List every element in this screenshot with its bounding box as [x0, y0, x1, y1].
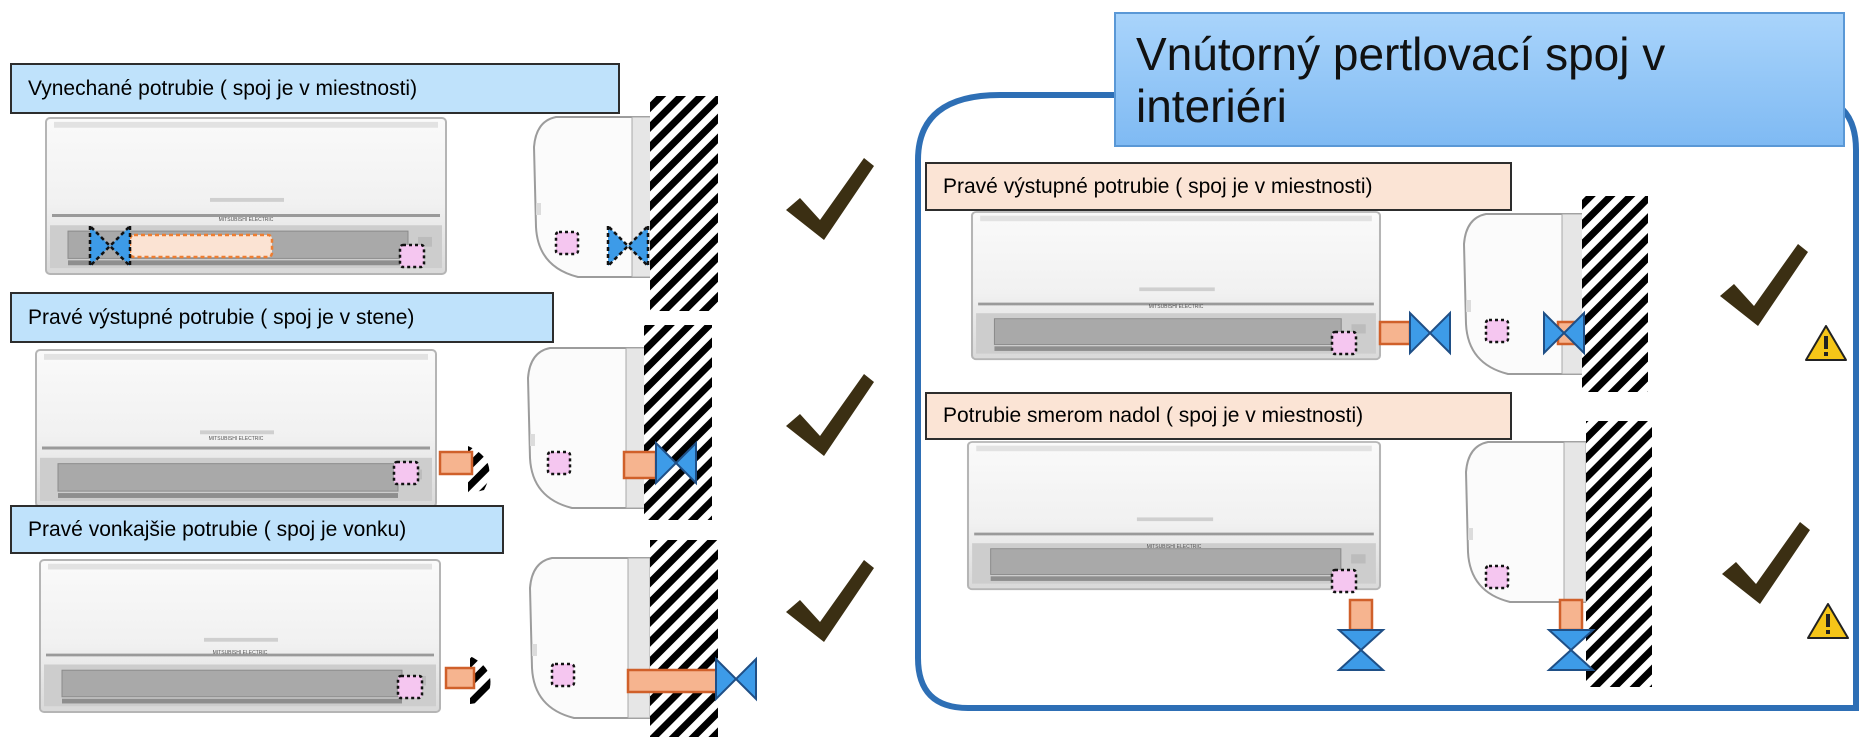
hidden-pipe — [128, 233, 274, 259]
pipe — [1558, 598, 1584, 632]
wall-hatch — [644, 325, 712, 520]
checkmark-icon — [1720, 244, 1808, 326]
checkmark-icon — [786, 560, 874, 642]
wall-hatch — [650, 540, 718, 737]
label-right-outside-piping: Pravé vonkajšie potrubie ( spoj je vonku… — [10, 505, 504, 554]
drain-port — [1484, 564, 1510, 590]
pipe — [1348, 598, 1374, 632]
wall-hatch — [650, 96, 718, 311]
drain-port — [396, 674, 424, 700]
pipe — [1378, 320, 1412, 346]
valve-icon — [606, 222, 650, 270]
case-4-unit-front — [970, 210, 1382, 361]
case-3-unit-front — [38, 558, 442, 714]
case-2-unit-front — [34, 348, 438, 509]
checkmark-icon — [1722, 522, 1810, 604]
case-5-unit-side — [1465, 441, 1587, 603]
pipe — [438, 450, 474, 476]
case-2-unit-side — [527, 347, 649, 509]
valve-icon — [715, 658, 757, 700]
wall-hatch — [1586, 421, 1652, 687]
valve-icon — [88, 222, 132, 270]
brand-label-4: MITSUBISHI ELECTRIC — [1149, 304, 1204, 310]
warning-icon — [1805, 325, 1847, 361]
wall-hatch — [468, 446, 490, 494]
drain-port — [550, 662, 576, 688]
drain-port — [546, 450, 572, 476]
drain-port — [398, 243, 426, 269]
case-5-unit-front — [966, 440, 1382, 591]
warning-icon — [1807, 603, 1849, 639]
checkmark-icon — [786, 374, 874, 456]
valve-icon — [1338, 629, 1384, 671]
label-right-rear-piping-room: Pravé výstupné potrubie ( spoj je v mies… — [925, 162, 1512, 211]
pipe — [626, 668, 720, 694]
case-3-unit-side — [529, 557, 651, 719]
label-right-rear-piping-wall: Pravé výstupné potrubie ( spoj je v sten… — [10, 292, 554, 343]
drain-port — [1330, 568, 1358, 594]
valve-icon — [1409, 312, 1451, 354]
brand-label-2: MITSUBISHI ELECTRIC — [209, 436, 264, 442]
drain-port — [1330, 330, 1358, 356]
brand-label-3: MITSUBISHI ELECTRIC — [213, 650, 268, 656]
pipe — [622, 450, 658, 480]
label-downward-piping: Potrubie smerom nadol ( spoj je v miestn… — [925, 392, 1512, 440]
section-title: Vnútorný pertlovací spoj v interiéri — [1114, 12, 1845, 147]
pipe — [444, 666, 476, 690]
checkmark-icon — [786, 158, 874, 240]
drain-port — [1484, 318, 1510, 344]
brand-label-1: MITSUBISHI ELECTRIC — [219, 217, 274, 223]
case-4-unit-side — [1463, 213, 1585, 375]
drain-port — [392, 460, 420, 486]
wall-hatch — [1582, 196, 1648, 392]
label-omitted-piping: Vynechané potrubie ( spoj je v miestnost… — [10, 63, 620, 114]
brand-label-5: MITSUBISHI ELECTRIC — [1147, 544, 1202, 550]
drain-port — [554, 230, 580, 256]
